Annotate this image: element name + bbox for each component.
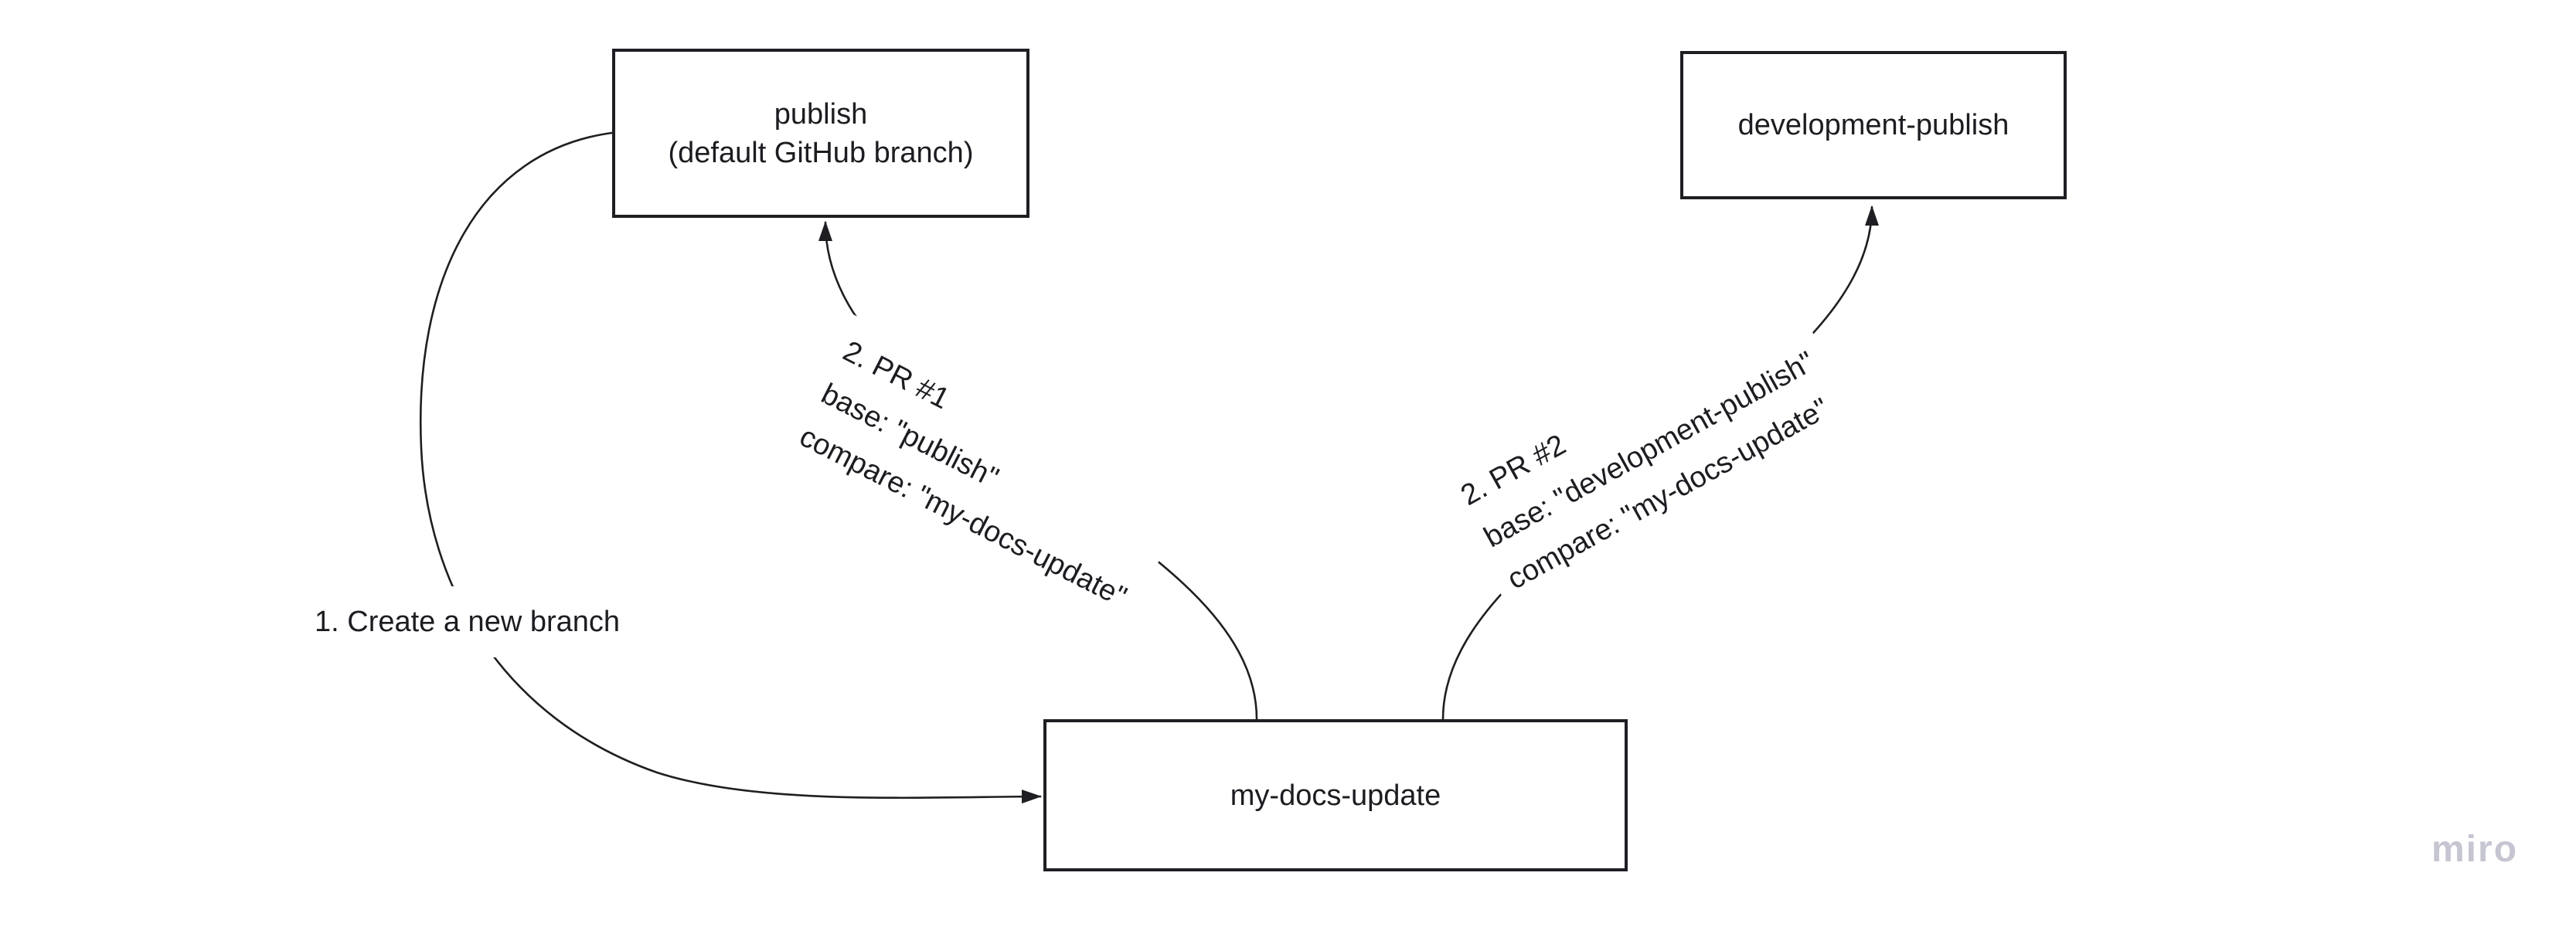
miro-logo: miro: [2431, 829, 2519, 870]
node-my-docs-update-label: my-docs-update: [1230, 779, 1441, 812]
node-development-publish-label: development-publish: [1737, 109, 2009, 141]
edge-label-create-branch[interactable]: 1. Create a new branch: [302, 586, 633, 657]
node-my-docs-update[interactable]: my-docs-update: [1043, 719, 1628, 871]
node-publish[interactable]: publish (default GitHub branch): [612, 49, 1029, 218]
node-publish-label-line1: publish: [774, 97, 868, 131]
node-development-publish[interactable]: development-publish: [1680, 51, 2067, 199]
node-publish-label-line2: (default GitHub branch): [668, 136, 974, 169]
